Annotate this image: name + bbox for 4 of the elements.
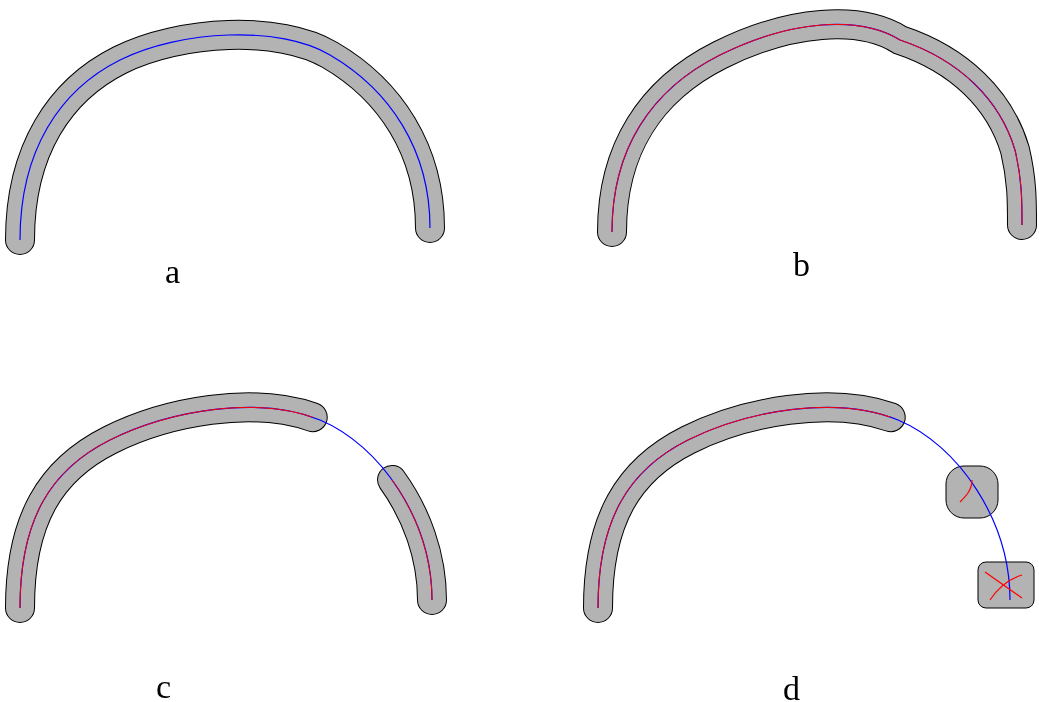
panel-label: d [783,672,800,702]
panel-label: a [165,255,181,289]
panel-label: b [793,248,810,282]
panel-label: c [156,670,172,702]
